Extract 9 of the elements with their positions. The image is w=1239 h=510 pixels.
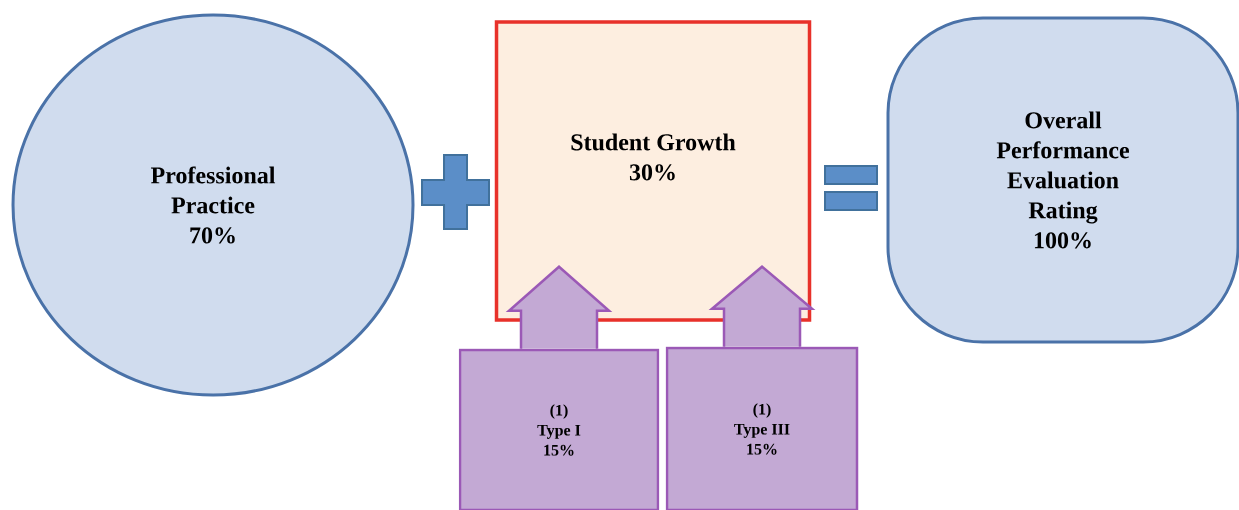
input-box: (1) Type III 15% xyxy=(665,346,859,510)
square-box: Student Growth 30% xyxy=(494,20,812,322)
rounded-box: Overall Performance Evaluation Rating 100% xyxy=(886,16,1239,344)
plus-sign xyxy=(421,154,490,230)
circle-node: Professional Practice 70% xyxy=(11,13,415,397)
block-arrow xyxy=(505,265,613,350)
block-arrow xyxy=(708,265,816,348)
input-box: (1) Type I 15% xyxy=(458,348,660,510)
equals-sign xyxy=(824,165,878,211)
